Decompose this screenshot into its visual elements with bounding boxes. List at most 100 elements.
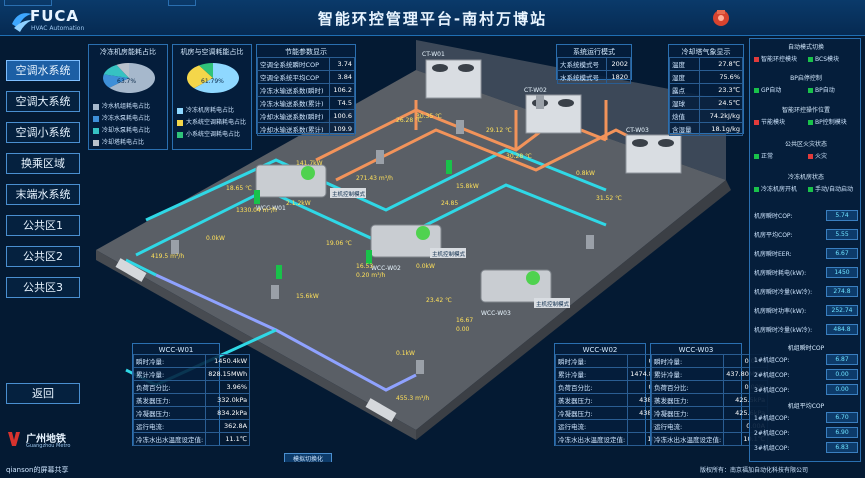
row-label: 运行电流: bbox=[132, 419, 207, 433]
rp-s5-item-2[interactable]: 手动/自动启动 bbox=[808, 184, 853, 193]
row-value: 3.74 bbox=[329, 57, 355, 71]
fuca-logo bbox=[8, 2, 128, 36]
rp-s2-title: BP启停控制 bbox=[790, 75, 822, 82]
chiller-2-label: WCC-W02 bbox=[371, 265, 401, 272]
metric-label: 机房瞬时COP: bbox=[754, 213, 793, 220]
legend-item: 小系统空调耗电占比 bbox=[177, 129, 246, 138]
chiller-3-mode-button[interactable] bbox=[534, 298, 570, 308]
pie-slice bbox=[103, 74, 129, 88]
nav-item-8[interactable]: 公共区3 bbox=[6, 277, 80, 298]
row-value: 3.96% bbox=[205, 380, 251, 394]
top-tab[interactable] bbox=[4, 0, 52, 6]
rp-s3-item-1[interactable]: 节能模块 bbox=[754, 117, 785, 126]
legend-item: 冷冻水泵耗电占比 bbox=[93, 113, 150, 122]
nav-item-7[interactable]: 公共区2 bbox=[6, 246, 80, 267]
nav-item-2[interactable]: 空调大系统 bbox=[6, 91, 80, 112]
chiller3-title: WCC-W03 bbox=[678, 346, 714, 354]
chiller-2[interactable] bbox=[370, 224, 442, 258]
table-row: 累计冷量:828.15MWh bbox=[132, 367, 251, 381]
rp-s4-title: 公共区火灾状态 bbox=[784, 141, 827, 148]
chiller-3-mode-text: 主机控制模式 bbox=[536, 300, 570, 308]
metric-label: 机房平均COP: bbox=[754, 232, 793, 239]
pie-slice bbox=[109, 63, 155, 93]
chilled-supply-pipe bbox=[145, 148, 607, 222]
chiller-1-mode-button[interactable] bbox=[330, 188, 366, 198]
rp-s5-item-1[interactable]: 冷冻机房开机 bbox=[754, 184, 797, 193]
row-label: 焓值 bbox=[669, 109, 700, 123]
reading-23: 0.00 bbox=[456, 326, 470, 333]
metric-label: 机房瞬时功率(kW): bbox=[754, 308, 807, 315]
chiller-3[interactable] bbox=[480, 269, 552, 303]
reading-13: 15.8kW bbox=[456, 183, 479, 190]
rp-s3-item-2[interactable]: BP控制模块 bbox=[808, 117, 847, 126]
status-dot-icon bbox=[754, 187, 759, 192]
cooling-bypass-pipe bbox=[155, 273, 417, 392]
row-value: 109.9 bbox=[329, 122, 355, 136]
row-label: 湿球 bbox=[669, 96, 700, 110]
back-button[interactable]: 返回 bbox=[6, 383, 80, 404]
metric-label: 2#机组COP: bbox=[754, 430, 790, 437]
rp-s1-item-1[interactable]: 智能环控模块 bbox=[754, 54, 797, 63]
cooling-tower-3[interactable] bbox=[625, 134, 682, 174]
table-row: 冷冻水出水温度设定值:11.1℃ bbox=[132, 432, 251, 446]
rp-s4-item-1: 正常 bbox=[754, 151, 773, 160]
row-label: 湿度 bbox=[669, 70, 700, 84]
row-value: 332.0kPa bbox=[205, 393, 251, 407]
cooling-tower-2[interactable] bbox=[525, 94, 582, 134]
chiller3-panel: WCC-W03 瞬时冷量:0.0kW累计冷量:437.80MWh负荷百分比:0.… bbox=[650, 343, 769, 446]
cooling-tower-1[interactable] bbox=[425, 59, 482, 99]
tower-3-label: CT-W03 bbox=[626, 127, 649, 134]
row-label: 冷凝器压力: bbox=[650, 406, 725, 420]
top-tab-small[interactable] bbox=[168, 0, 196, 6]
row-label: 累计冷量: bbox=[650, 367, 725, 381]
chiller-2-mode-button[interactable] bbox=[430, 248, 466, 258]
row-label: 冷冻水出水温度设定值: bbox=[554, 432, 629, 446]
reading-12: 1330.04 m³/h bbox=[236, 207, 277, 214]
nav-item-6[interactable]: 公共区1 bbox=[6, 215, 80, 236]
metric-label: 机房瞬时冷量(kW冷): bbox=[754, 289, 813, 296]
screen-share-text: qianson的屏幕共享 bbox=[6, 466, 69, 474]
nav-item-1[interactable]: 空调水系统 bbox=[6, 60, 80, 81]
sys-run-title: 系统运行模式 bbox=[573, 48, 615, 56]
rp-s1-item-2[interactable]: BCS模块 bbox=[808, 54, 839, 63]
row-value: 74.2kJ/kg bbox=[698, 109, 744, 123]
reading-18: 0.0kW bbox=[206, 235, 225, 242]
params-title: 节能参数显示 bbox=[285, 48, 327, 56]
chiller-1-label: WCC-W01 bbox=[256, 205, 286, 212]
rp-s1-title: 自动模式切换 bbox=[787, 44, 824, 51]
metric-label: 机房瞬时EER: bbox=[754, 251, 792, 258]
row-label: 冷冻水输送系数(累计) bbox=[256, 96, 331, 110]
row-value: 75.6% bbox=[698, 70, 744, 84]
row-value: 106.2 bbox=[329, 83, 355, 97]
row-label: 运行电流: bbox=[554, 419, 629, 433]
reading-22: 16.67 bbox=[456, 317, 473, 324]
chiller-1[interactable] bbox=[255, 164, 327, 198]
legend-label: 小系统空调耗电占比 bbox=[186, 131, 241, 138]
chiller-3-label: WCC-W03 bbox=[481, 310, 511, 317]
rp-cop-title: 机组瞬时COP bbox=[787, 345, 825, 352]
row-label: 瞬时冷量: bbox=[650, 354, 725, 368]
brand-sub: Guangzhou Metro bbox=[26, 443, 71, 449]
water-header-tanks bbox=[115, 258, 397, 422]
rp-s2-item-2[interactable]: BP自动 bbox=[808, 85, 835, 94]
metric-value: 0.00 bbox=[826, 369, 858, 380]
row-value: 1820 bbox=[606, 70, 631, 84]
nav-item-4[interactable]: 换乘区域 bbox=[6, 153, 80, 174]
reading-10: 271.43 m³/h bbox=[356, 175, 393, 182]
rp-s4-item-2: 火灾 bbox=[808, 151, 827, 160]
legend-item: 冷却水泵耗电占比 bbox=[93, 125, 150, 134]
pie-main-label: 63.7% bbox=[117, 78, 136, 85]
nav-item-5[interactable]: 末端水系统 bbox=[6, 184, 80, 205]
row-value: 24.5℃ bbox=[698, 96, 744, 110]
rp-s2-item-1[interactable]: GP自动 bbox=[754, 85, 781, 94]
tower-2-label: CT-W02 bbox=[524, 87, 547, 94]
alarm-icon[interactable] bbox=[710, 6, 732, 28]
nav-item-3[interactable]: 空调小系统 bbox=[6, 122, 80, 143]
pump-status-leds bbox=[254, 160, 452, 279]
reading-16: 0.0kW bbox=[416, 263, 435, 270]
